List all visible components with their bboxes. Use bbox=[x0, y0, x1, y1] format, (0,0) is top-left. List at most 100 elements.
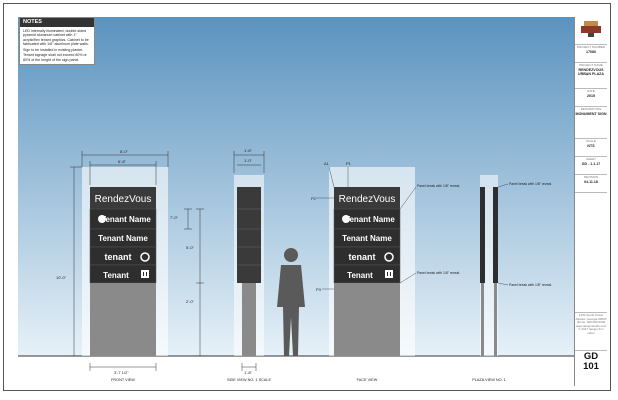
revision-cell: REVISION 04.11.18 bbox=[575, 175, 607, 193]
project-number-value: 17080 bbox=[586, 49, 596, 54]
scale-value: NTS bbox=[587, 143, 595, 148]
scale-label: SCALE bbox=[586, 139, 596, 143]
dim-side-cabinet: 5'-0" bbox=[186, 245, 195, 250]
title-block: PROJECT NUMBER 17080 PROJECT NAME RENDEZ… bbox=[574, 17, 607, 386]
copyright-text: © 2017 design firm name bbox=[578, 327, 604, 335]
profile-base-2 bbox=[494, 283, 497, 356]
project-name-cell: PROJECT NAME RENDEZVOUS URBAN PLAZA bbox=[575, 63, 607, 89]
elevation-drawing: RendezVous Tenant Name Tenant Name tenan… bbox=[18, 17, 574, 386]
date-value: 2015 bbox=[587, 93, 595, 98]
front-tenant-4: Tenant bbox=[103, 271, 129, 280]
callout-p3: P3 bbox=[316, 287, 322, 292]
notes-box: NOTES LED internally illuminated, double… bbox=[19, 17, 95, 65]
face-tenant-4: Tenant bbox=[347, 271, 373, 280]
front-brand-text: RendezVous bbox=[95, 194, 152, 205]
swirl-logo-icon bbox=[140, 252, 150, 262]
profile-base bbox=[481, 283, 484, 356]
project-number-label: PROJECT NUMBER bbox=[577, 45, 605, 49]
front-dimensions bbox=[70, 151, 204, 371]
date-cell: DATE 2015 bbox=[575, 89, 607, 107]
scale-cell: SCALE NTS bbox=[575, 139, 607, 157]
description-cell: DESCRIPTION MONUMENT SIGN bbox=[575, 107, 607, 139]
face-callouts: A1 P1 P2 P3 Panel break with 1/8" reveal… bbox=[311, 161, 460, 292]
description-value: MONUMENT SIGN bbox=[575, 111, 607, 116]
face-brand-panel bbox=[334, 187, 400, 209]
note-line-1: LED internally illuminated, double-sided… bbox=[23, 29, 89, 46]
side-view-label: SIDE VIEW NO. 1 SCALE bbox=[227, 378, 272, 382]
sheet-letters: GD bbox=[583, 351, 599, 362]
front-brand-panel bbox=[90, 187, 156, 209]
firm-address-cell: 1234 South Street Atlanta, Georgia 00000… bbox=[575, 313, 607, 351]
human-scale-figure bbox=[277, 248, 305, 356]
front-dimension-labels: 8'-0" 6'-8" 7'-0" 5'-0" 2'-0" 10'-0" 3'-… bbox=[56, 149, 195, 375]
dim-side-top: 1'-6" bbox=[244, 148, 253, 153]
front-tenant-2: Tenant Name bbox=[98, 234, 148, 243]
dim-side-base: 2'-0" bbox=[186, 299, 195, 304]
dim-side-bottom: 1'-8" bbox=[244, 370, 253, 375]
blank-cell bbox=[575, 193, 607, 313]
flag-logo-icon bbox=[141, 270, 149, 278]
face-flag-logo-icon bbox=[385, 270, 393, 278]
side-cabinet bbox=[237, 187, 261, 283]
date-label: DATE bbox=[587, 89, 595, 93]
title-block-logo bbox=[575, 17, 607, 45]
face-tenant-1: Tenant Name bbox=[345, 215, 395, 224]
side-dimension-labels: 1'-6" 1'-0" 1'-8" bbox=[244, 148, 253, 375]
callout-reveal-1: Panel break with 1/8" reveal. bbox=[417, 184, 460, 188]
face-callout-lines bbox=[316, 166, 417, 290]
face-base bbox=[334, 283, 400, 356]
description-label: DESCRIPTION bbox=[580, 107, 602, 111]
address-line-4: www.designstudio.com bbox=[575, 323, 607, 328]
profile-callouts: Panel break with 1/8" reveal. Panel brea… bbox=[509, 182, 552, 287]
face-tenant-logo-icon bbox=[342, 215, 350, 223]
side-base bbox=[242, 283, 256, 356]
sheet-code-cell: SHEET GD - 1.1.17 bbox=[575, 157, 607, 175]
project-number-cell: PROJECT NUMBER 17080 bbox=[575, 45, 607, 63]
notes-body: LED internally illuminated, double-sided… bbox=[20, 27, 94, 66]
front-base bbox=[90, 283, 156, 356]
sheet-label: SHEET bbox=[585, 157, 596, 161]
project-name-value: RENDEZVOUS URBAN PLAZA bbox=[578, 67, 604, 76]
front-view-sign: RendezVous Tenant Name Tenant Name tenan… bbox=[82, 167, 168, 356]
address-line-1: 1234 South Street bbox=[578, 313, 604, 317]
profile-view-sign bbox=[480, 175, 498, 356]
dim-top-inner: 6'-8" bbox=[118, 159, 127, 164]
front-tenant-3: tenant bbox=[105, 252, 132, 262]
revision-label: REVISION bbox=[583, 175, 599, 179]
profile-cabinet bbox=[480, 187, 485, 283]
profile-cabinet-2 bbox=[493, 187, 498, 283]
dim-top-outer: 8'-0" bbox=[120, 149, 129, 154]
profile-callout-lines bbox=[497, 183, 509, 286]
address-line-2: Atlanta, Georgia 00000 bbox=[575, 316, 607, 321]
callout-a1: A1 bbox=[324, 161, 330, 166]
revision-value: 04.11.18 bbox=[584, 179, 598, 184]
callout-reveal-2: Panel break with 1/8" reveal. bbox=[417, 271, 460, 275]
dim-side-tenant: 7'-0" bbox=[170, 215, 179, 220]
notes-title: NOTES bbox=[20, 18, 94, 27]
dim-base-width: 3'-7 1/2" bbox=[114, 370, 129, 375]
profile-callout-reveal-3: Panel break with 1/8" reveal. bbox=[509, 283, 552, 287]
address-line-3: phone: 000.000.0000 bbox=[576, 320, 606, 325]
sheet-number-cell: GD 101 bbox=[575, 351, 607, 385]
front-tenant-1: Tenant Name bbox=[101, 215, 151, 224]
note-line-3: Tenant signage shall not exceed 80% or 8… bbox=[23, 53, 87, 62]
face-swirl-logo-icon bbox=[384, 252, 394, 262]
dim-side-inner: 1'-0" bbox=[244, 158, 253, 163]
sheet-number: 101 bbox=[583, 361, 599, 372]
profile-view-label: PLAZA VIEW NO. 1 bbox=[472, 378, 506, 382]
sheet-code-value: GD - 1.1.17 bbox=[581, 161, 601, 166]
callout-p2: P2 bbox=[311, 196, 317, 201]
note-line-2: Sign to be installed in existing planter… bbox=[23, 47, 84, 52]
face-view-sign: RendezVous Tenant Name Tenant Name tenan… bbox=[329, 167, 415, 356]
face-tenant-3: tenant bbox=[349, 252, 376, 262]
project-name-label: PROJECT NAME bbox=[579, 63, 603, 67]
side-view-sign bbox=[234, 175, 264, 356]
dim-total-height: 10'-0" bbox=[56, 275, 67, 280]
tenant-logo-icon bbox=[98, 215, 106, 223]
face-tenant-2: Tenant Name bbox=[342, 234, 392, 243]
face-view-label: FACE VIEW bbox=[357, 378, 378, 382]
firm-logo-icon bbox=[581, 21, 601, 37]
callout-p1: P1 bbox=[346, 161, 352, 166]
face-brand-text: RendezVous bbox=[339, 194, 396, 205]
